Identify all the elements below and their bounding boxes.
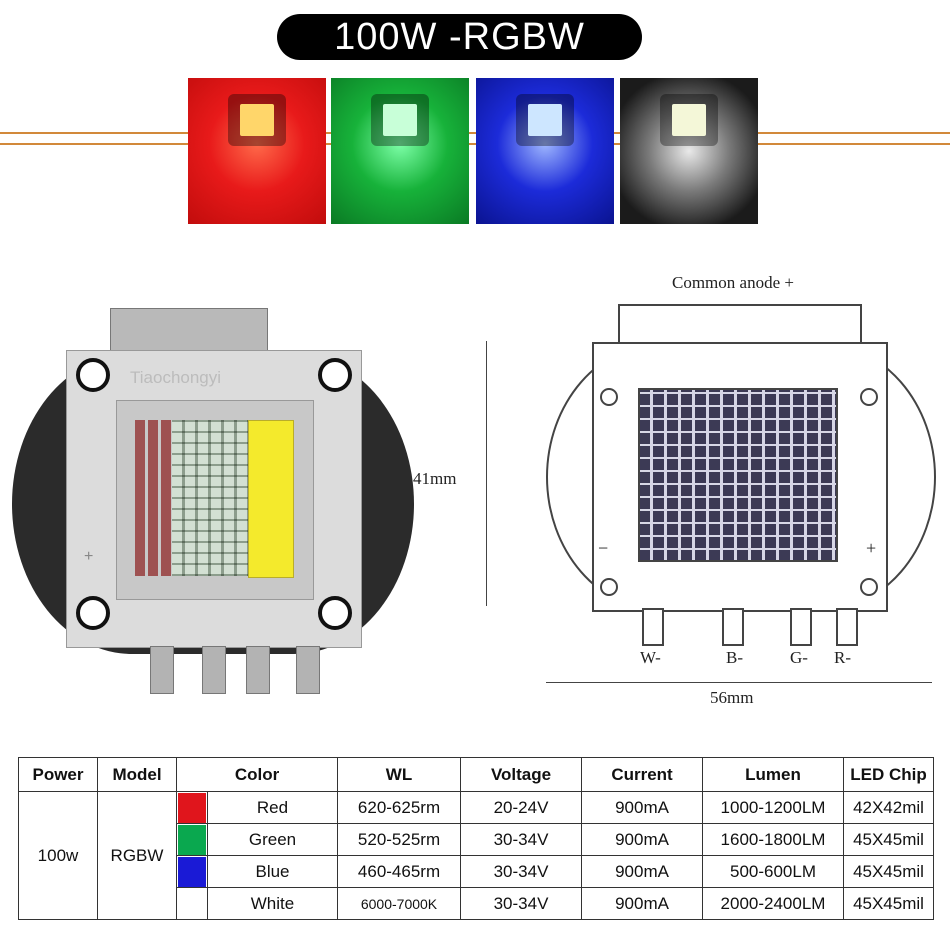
height-dimension: 41mm <box>413 469 457 488</box>
red-swatch <box>178 792 206 823</box>
table-header-row: Power Model Color WL Voltage Current Lum… <box>18 757 934 792</box>
green-blue-die-array <box>172 420 248 576</box>
watermark: Tiaochongyi <box>130 368 222 387</box>
plus-mark: + <box>84 548 94 565</box>
red-led-photo <box>188 78 326 224</box>
pin-label-g: G- <box>790 648 808 667</box>
led-chip <box>660 94 718 146</box>
cell-wl: 460-465rm <box>337 855 462 888</box>
table-row: White 6000-7000K 30-34V 900mA 2000-2400L… <box>19 887 934 920</box>
spec-table: Power Model Color WL Voltage Current Lum… <box>18 757 934 920</box>
cell-color: Red <box>206 791 339 824</box>
table-row: Green 520-525rm 30-34V 900mA 1600-1800LM… <box>19 823 934 856</box>
anode-tab <box>110 308 268 354</box>
mount-hole <box>318 358 352 392</box>
header-led-chip: LED Chip <box>843 757 934 792</box>
cell-color: Green <box>206 823 339 856</box>
cathode-leg <box>150 646 174 694</box>
header-color: Color <box>175 757 339 792</box>
white-swatch <box>178 888 206 919</box>
header-power: Power <box>18 757 98 792</box>
green-swatch <box>178 824 206 855</box>
cell-color: White <box>206 887 339 920</box>
wire-bottom <box>0 143 950 145</box>
cell-wl: 6000-7000K <box>337 887 462 920</box>
color-swatch-cell <box>176 823 208 856</box>
blue-led-photo <box>476 78 614 224</box>
cell-color: Blue <box>206 855 339 888</box>
pin-label-w: W- <box>640 648 661 667</box>
header-lumen: Lumen <box>702 757 845 792</box>
cell-voltage: 30-34V <box>460 887 583 920</box>
schematic-pin <box>836 608 858 646</box>
mount-hole <box>76 358 110 392</box>
common-anode-label: Common anode + <box>672 273 794 292</box>
cell-chip: 45X45mil <box>843 855 934 888</box>
mount-hole <box>318 596 352 630</box>
schematic-plus: + <box>866 538 877 558</box>
schematic-hole <box>600 578 618 596</box>
schematic-die-grid <box>638 388 838 562</box>
height-dimension-line <box>486 341 487 606</box>
width-dimension: 56mm <box>710 688 754 707</box>
cell-model: RGBW <box>97 791 177 920</box>
schematic-pin <box>642 608 664 646</box>
header-wl: WL <box>337 757 462 792</box>
table-row: 100w RGBW Red 620-625rm 20-24V 900mA 100… <box>18 791 934 920</box>
wire-top <box>0 132 950 134</box>
cathode-leg <box>296 646 320 694</box>
led-schematic <box>546 296 936 656</box>
cell-power: 100w <box>18 791 98 920</box>
color-swatch-cell <box>176 855 208 888</box>
led-chip <box>516 94 574 146</box>
mount-hole <box>76 596 110 630</box>
led-chip <box>371 94 429 146</box>
color-swatch-cell <box>176 791 208 824</box>
color-swatch-cell <box>176 887 208 920</box>
cell-lumen: 500-600LM <box>702 855 845 888</box>
page-title: 100W -RGBW <box>277 14 642 60</box>
blue-swatch <box>178 856 206 887</box>
cell-current: 900mA <box>581 823 704 856</box>
white-die-array <box>248 420 294 578</box>
header-model: Model <box>97 757 177 792</box>
cell-wl: 520-525rm <box>337 823 462 856</box>
cell-current: 900mA <box>581 855 704 888</box>
pin-label-b: B- <box>726 648 743 667</box>
schematic-hole <box>860 578 878 596</box>
cell-lumen: 1000-1200LM <box>702 791 845 824</box>
schematic-hole <box>860 388 878 406</box>
schematic-hole <box>600 388 618 406</box>
schematic-minus: − <box>598 538 609 558</box>
green-led-photo <box>331 78 469 224</box>
cell-chip: 42X42mil <box>843 791 934 824</box>
led-module-photo <box>12 306 414 696</box>
white-led-photo <box>620 78 758 224</box>
schematic-pin <box>790 608 812 646</box>
header-voltage: Voltage <box>460 757 583 792</box>
cell-lumen: 2000-2400LM <box>702 887 845 920</box>
led-chip <box>228 94 286 146</box>
cell-chip: 45X45mil <box>843 823 934 856</box>
cell-voltage: 20-24V <box>460 791 583 824</box>
pin-label-r: R- <box>834 648 851 667</box>
cell-wl: 620-625rm <box>337 791 462 824</box>
cell-chip: 45X45mil <box>843 887 934 920</box>
cathode-leg <box>246 646 270 694</box>
schematic-pin <box>722 608 744 646</box>
cell-voltage: 30-34V <box>460 823 583 856</box>
width-dimension-line <box>546 682 932 683</box>
cell-current: 900mA <box>581 887 704 920</box>
cell-lumen: 1600-1800LM <box>702 823 845 856</box>
cell-current: 900mA <box>581 791 704 824</box>
header-current: Current <box>581 757 704 792</box>
cathode-leg <box>202 646 226 694</box>
cell-voltage: 30-34V <box>460 855 583 888</box>
